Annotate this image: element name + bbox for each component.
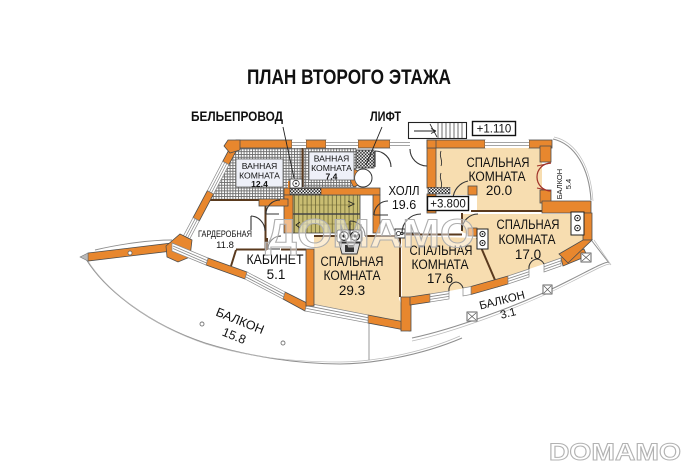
svg-text:БЕЛЬЕПРОВОД: БЕЛЬЕПРОВОД [191, 109, 283, 124]
svg-text:ЛИФТ: ЛИФТ [370, 109, 402, 124]
svg-text:КОМНАТА: КОМНАТА [499, 232, 556, 247]
svg-text:КОМНАТА: КОМНАТА [469, 169, 526, 184]
svg-text:КАБИНЕТ: КАБИНЕТ [247, 252, 304, 267]
svg-text:ВАННАЯ: ВАННАЯ [242, 161, 278, 171]
svg-text:КОМНАТА: КОМНАТА [311, 163, 352, 173]
svg-text:3.1: 3.1 [499, 306, 517, 322]
svg-text:5.1: 5.1 [267, 267, 286, 282]
svg-text:ГАРДЕРОБНАЯ: ГАРДЕРОБНАЯ [198, 229, 252, 240]
svg-text:ПЛАН ВТОРОГО ЭТАЖА: ПЛАН ВТОРОГО ЭТАЖА [247, 66, 451, 89]
svg-text:11.8: 11.8 [216, 240, 234, 251]
svg-text:DOMAMO: DOMAMO [549, 439, 681, 466]
svg-text:5.4: 5.4 [564, 179, 573, 189]
svg-text:СПАЛЬНАЯ: СПАЛЬНАЯ [410, 243, 473, 258]
svg-text:ДОМАМО: ДОМАМО [265, 212, 475, 256]
svg-text:БАЛКОН: БАЛКОН [555, 169, 564, 199]
svg-text:ВАННАЯ: ВАННАЯ [314, 154, 350, 164]
svg-text:КОМНАТА: КОМНАТА [412, 257, 469, 272]
svg-text:СПАЛЬНАЯ: СПАЛЬНАЯ [467, 155, 530, 170]
svg-text:7.4: 7.4 [326, 172, 338, 182]
svg-text:12.4: 12.4 [251, 179, 268, 189]
svg-text:19.6: 19.6 [392, 198, 416, 212]
svg-text:+3.800: +3.800 [430, 199, 466, 211]
svg-text:ХОЛЛ: ХОЛЛ [389, 184, 420, 198]
svg-text:20.0: 20.0 [486, 183, 512, 198]
svg-text:29.3: 29.3 [339, 283, 365, 298]
svg-text:СПАЛЬНАЯ: СПАЛЬНАЯ [321, 254, 384, 269]
svg-text:17.6: 17.6 [427, 271, 453, 286]
svg-text:КОМНАТА: КОМНАТА [324, 268, 381, 283]
svg-text:+1.110: +1.110 [477, 124, 512, 136]
svg-text:17.0: 17.0 [515, 247, 541, 262]
svg-text:КОМНАТА: КОМНАТА [239, 171, 280, 181]
svg-text:СПАЛЬНАЯ: СПАЛЬНАЯ [497, 217, 560, 232]
